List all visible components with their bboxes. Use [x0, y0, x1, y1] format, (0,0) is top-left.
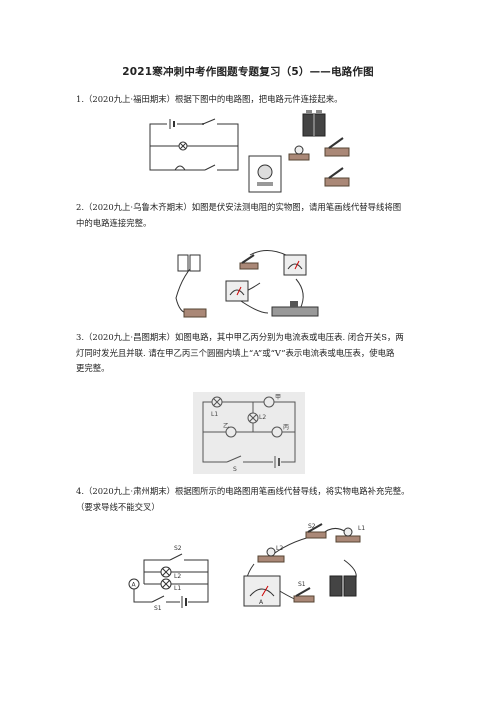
question-2: 2.（2020九上·乌鲁木齐期末）如图是伏安法测电阻的实物图，请用笔画线代替导线…	[76, 200, 436, 231]
voltmeter-icon	[283, 254, 307, 276]
lamp-l1-label: L1	[174, 585, 181, 592]
question-3-text-line-3: 更完整。	[76, 363, 110, 373]
question-4: 4.（2020九上·肃州期末）根据图所示的电路图用笔画线代替导线，将实物电路补充…	[76, 484, 436, 515]
q3-circuit-diagram: L1 甲 乙 L2 丙 S	[193, 392, 305, 474]
question-2-text-line-2: 中的电路连接完整。	[76, 217, 152, 228]
battery-component	[329, 575, 357, 597]
electric-bell-icon	[248, 155, 282, 193]
lamp-l2-label: L2	[174, 573, 181, 580]
lamp-l2-symbol	[160, 566, 172, 578]
battery-symbol	[273, 456, 281, 468]
lamp-l2-label: L2	[259, 414, 266, 421]
ammeter-label: A	[132, 582, 137, 589]
rheostat-icon	[271, 301, 319, 317]
question-4-text-line-1: 4.（2020九上·肃州期末）根据图所示的电路图用笔画线代替导线，将实物电路补充…	[76, 486, 410, 496]
resistor-icon	[183, 308, 207, 318]
switch-icon	[239, 254, 259, 270]
meter-bing-circle	[271, 426, 283, 438]
q4-physical-circuit: L2 S2 L1 A S1	[243, 523, 365, 607]
question-3: 3.（2020九上·昌图期末）如图电路，其中甲乙丙分别为电流表或电压表. 闭合开…	[76, 330, 436, 377]
question-4-text-line-2: （要求导线不能交叉）	[76, 501, 160, 512]
ammeter-symbol	[128, 578, 140, 590]
switch-s1-label: S1	[154, 605, 162, 610]
q4-circuit-diagram: A S2 L2 L1 S1	[128, 545, 209, 610]
question-1: 1.（2020九上·福田期末）根据下图中的电路图，把电路元件连接起来。	[76, 92, 436, 108]
switch-s2-label: S2	[174, 545, 182, 552]
meter-jia-circle	[263, 396, 275, 408]
lamp-symbol	[178, 141, 188, 151]
lamp-l2-component	[257, 547, 285, 563]
lamp-holder-icon	[288, 145, 310, 161]
meter-yi-circle	[225, 426, 237, 438]
lamp-l1-component-label: L1	[358, 525, 365, 532]
meter-yi-label: 乙	[223, 423, 229, 430]
switch-s2-component	[305, 523, 327, 539]
battery-symbol	[167, 119, 177, 129]
q2-voltammetry-apparatus	[175, 250, 319, 318]
q1-circuit-diagram	[149, 118, 239, 174]
knife-switch-icon-2	[324, 167, 350, 187]
battery-icon	[177, 254, 201, 272]
switch-s-symbol	[226, 455, 243, 466]
ammeter-component-label: A	[259, 599, 264, 606]
meter-jia-label: 甲	[275, 394, 281, 401]
bell-symbol	[174, 165, 186, 174]
lamp-l2-component-label: L2	[276, 545, 283, 552]
switch-s1-component-label: S1	[298, 581, 306, 588]
page-title: 2021寒冲刺中考作图题专题复习（5）——电路作图	[122, 66, 374, 78]
battery-symbol	[180, 596, 188, 608]
switch-s1-symbol	[151, 595, 166, 606]
question-3-text-line-2: 灯同时发光且并联. 请在甲乙丙三个圆圈内填上“A”或“V”表示电流表或电压表，使…	[76, 347, 395, 358]
lamp-l1-label: L1	[211, 411, 218, 418]
lamp-l1-component	[335, 527, 361, 543]
switch-s-label: S	[233, 466, 237, 473]
lamp-l1-symbol	[160, 578, 172, 590]
question-3-text-line-1: 3.（2020九上·昌图期末）如图电路，其中甲乙丙分别为电流表或电压表. 闭合开…	[76, 332, 404, 342]
ammeter-icon	[225, 280, 249, 302]
switch-symbol	[202, 118, 217, 127]
ammeter-component	[243, 575, 281, 607]
switch-s2-component-label: S2	[308, 523, 316, 530]
q1-physical-components	[248, 110, 350, 193]
meter-bing-label: 丙	[283, 424, 289, 431]
switch-s2-symbol	[169, 553, 184, 564]
knife-switch-icon	[324, 137, 350, 157]
question-2-text-line-1: 2.（2020九上·乌鲁木齐期末）如图是伏安法测电阻的实物图，请用笔画线代替导线…	[76, 202, 402, 212]
battery-pack-icon	[302, 110, 326, 137]
question-1-text: 1.（2020九上·福田期末）根据下图中的电路图，把电路元件连接起来。	[76, 94, 343, 104]
lamp-l2-symbol	[247, 412, 259, 424]
switch-s1-component	[293, 587, 315, 603]
switch-symbol-2	[204, 164, 217, 173]
lamp-l1-symbol	[211, 396, 223, 408]
